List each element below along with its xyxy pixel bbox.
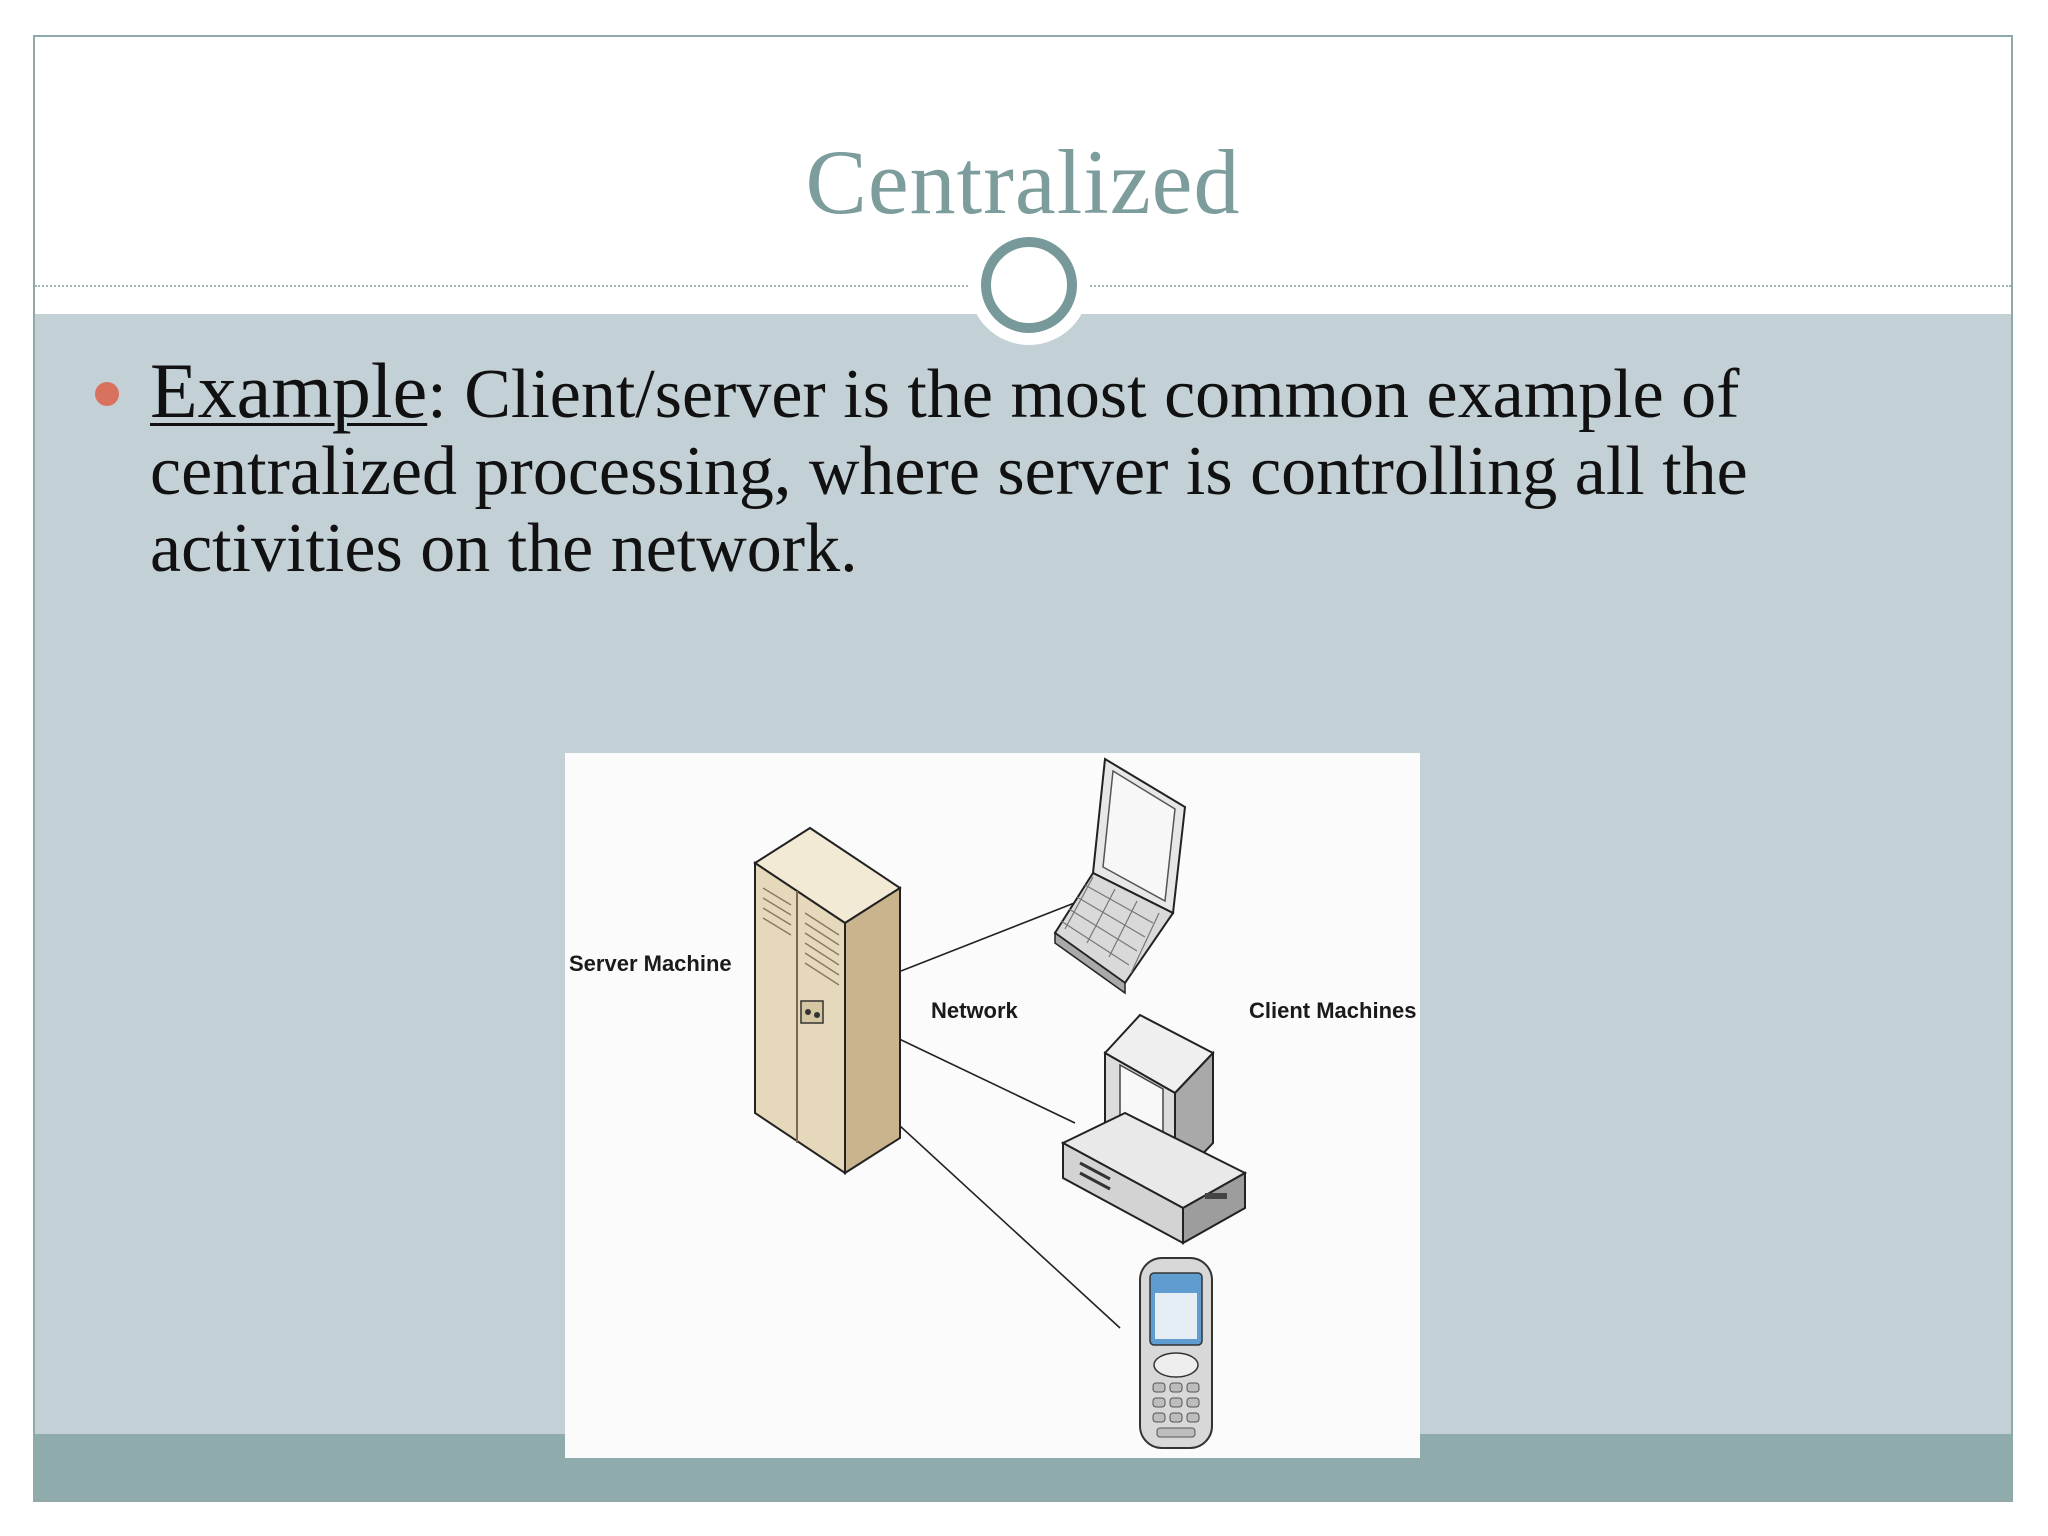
- link-to-desktop: [894, 1036, 1076, 1124]
- mobile-phone-icon: [1139, 1257, 1213, 1449]
- bullet-term: Example: [150, 347, 428, 434]
- bullet-point-icon: [95, 382, 119, 406]
- desktop-computer-icon: [1060, 1013, 1248, 1245]
- client-machines-label: Client Machines: [1249, 998, 1416, 1023]
- slide-title: Centralized: [805, 131, 1241, 233]
- ring-circle: [981, 237, 1077, 333]
- link-to-phone: [874, 1102, 1121, 1329]
- client-server-diagram: Server Machine Network Client Machines: [565, 753, 1420, 1458]
- bullet-body-text: Client/server is the most common example…: [150, 356, 1748, 587]
- server-icon: [753, 826, 902, 1175]
- network-label: Network: [931, 998, 1019, 1023]
- network-links: [874, 890, 1121, 1329]
- server-machine-label: Server Machine: [569, 951, 732, 976]
- divider-ring-ornament: [969, 225, 1089, 345]
- link-to-laptop: [900, 890, 1106, 972]
- laptop-icon: [1053, 757, 1187, 995]
- bullet-paragraph: Example: Client/server is the most commo…: [150, 352, 1790, 588]
- diagram-canvas: Server Machine Network Client Machines: [569, 757, 1416, 1449]
- slide: Centralized Example: Client/server is th…: [33, 35, 2013, 1502]
- bullet-separator: :: [427, 356, 447, 433]
